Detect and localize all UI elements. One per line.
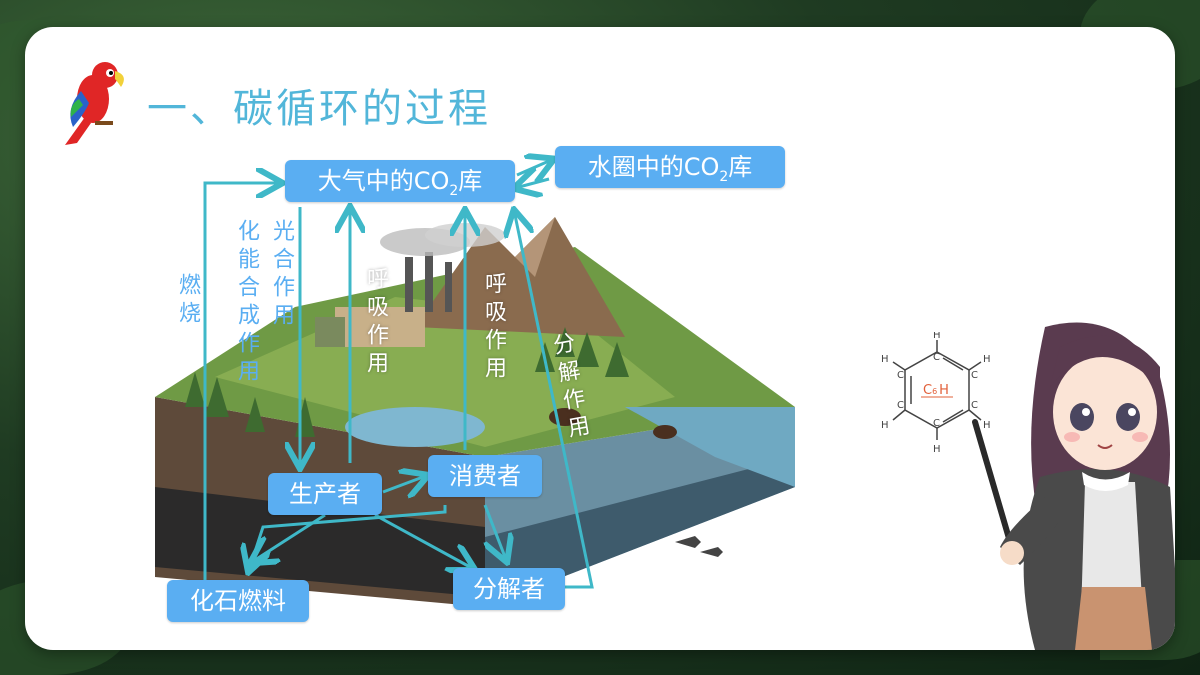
teacher-character-illustration bbox=[972, 322, 1175, 650]
svg-text:C: C bbox=[897, 370, 904, 381]
svg-text:C6H: C6H bbox=[923, 383, 949, 398]
chem-h: H bbox=[939, 383, 949, 398]
svg-text:H: H bbox=[881, 420, 889, 431]
svg-text:H: H bbox=[881, 354, 889, 365]
slide-card: 一、碳循环的过程 bbox=[25, 27, 1175, 650]
photosynthesis-label: 光合作用 bbox=[269, 219, 294, 331]
parrot-icon bbox=[65, 62, 124, 145]
fossil-fuel-node: 化石燃料 bbox=[167, 580, 309, 622]
svg-text:C: C bbox=[971, 400, 978, 411]
producer-node: 生产者 bbox=[268, 473, 382, 515]
svg-text:H: H bbox=[983, 420, 991, 431]
atmosphere-co2-pool: 大气中的CO2库 bbox=[285, 160, 515, 202]
producer-respiration-label: 呼吸作用 bbox=[363, 267, 388, 379]
decomposer-node: 分解者 bbox=[453, 568, 565, 610]
combustion-label: 燃烧 bbox=[175, 273, 200, 329]
svg-text:H: H bbox=[933, 444, 941, 455]
svg-text:H: H bbox=[983, 354, 991, 365]
hydrosphere-co2-pool: 水圈中的CO2库 bbox=[555, 146, 785, 188]
svg-text:C: C bbox=[897, 400, 904, 411]
svg-text:C: C bbox=[971, 370, 978, 381]
chem-c: C bbox=[923, 383, 932, 398]
svg-text:C: C bbox=[933, 352, 940, 363]
consumer-respiration-label: 呼吸作用 bbox=[481, 272, 506, 384]
page-title: 一、碳循环的过程 bbox=[147, 86, 491, 132]
chemosynthesis-label: 化能合成作用 bbox=[234, 219, 259, 387]
consumer-node: 消费者 bbox=[428, 455, 542, 497]
svg-text:C: C bbox=[933, 418, 940, 429]
chem-c-sub: 6 bbox=[932, 387, 937, 396]
svg-text:H: H bbox=[933, 332, 941, 341]
